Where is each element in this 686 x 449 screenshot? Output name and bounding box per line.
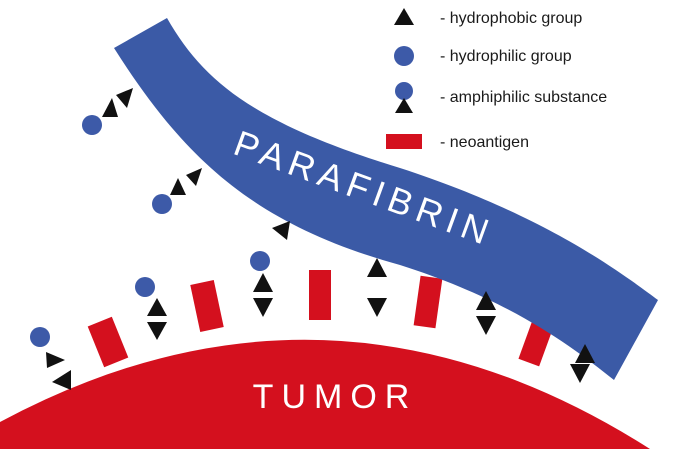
hydrophobic-triangle [367,258,387,277]
neoantigen-rect-icon [386,134,422,149]
hydrophobic-triangle [186,168,202,186]
legend-label-hydrophilic: - hydrophilic group [440,48,572,65]
amphiphilic-molecule [82,88,133,135]
legend: - hydrophobic group - hydrophilic group … [386,8,607,151]
amphiphilic-molecule [152,168,202,214]
amphiphilic-molecule [135,277,167,340]
legend-label-amphiphilic: - amphiphilic substance [440,89,607,106]
neoantigen [87,316,129,368]
amphiphilic-triangle-icon [395,98,413,113]
hydrophobic-triangle [570,364,590,383]
hydrophobic-triangle [46,352,65,368]
tumor-label: TUMOR [253,378,418,416]
hydrophobic-triangle [575,344,595,363]
hydrophilic-circle [30,327,50,347]
hydrophobic-triangle [367,298,387,317]
amphiphilic-molecule [250,251,273,317]
parafibrin-band [114,18,658,380]
hydrophilic-circle-icon [394,46,414,66]
neoantigen-group [87,270,556,368]
hydrophilic-circle [250,251,270,271]
hydrophobic-pair [367,258,387,317]
hydrophobic-triangle [102,98,118,117]
legend-item-hydrophilic: - hydrophilic group [394,46,572,66]
hydrophobic-triangle [253,298,273,317]
hydrophilic-circle [135,277,155,297]
legend-item-amphiphilic: - amphiphilic substance [395,82,607,113]
neoantigen [309,270,331,320]
legend-item-neoantigen: - neoantigen [386,134,529,151]
hydrophobic-triangle [116,88,133,108]
hydrophobic-triangle [476,316,496,335]
hydrophilic-circle [152,194,172,214]
hydrophobic-triangle [272,221,290,240]
tumor-mass [0,339,650,449]
hydrophobic-triangle [52,370,71,390]
hydrophobic-triangle [147,298,167,316]
legend-label-neoantigen: - neoantigen [440,134,529,151]
legend-item-hydrophobic: - hydrophobic group [394,8,582,27]
neoantigen [190,280,224,332]
hydrophobic-triangle-icon [394,8,414,25]
amphiphilic-circle-icon [395,82,413,100]
hydrophobic-triangle [147,322,167,340]
hydrophobic-pair [476,291,496,335]
hydrophobic-triangle [170,178,186,195]
hydrophilic-circle [82,115,102,135]
legend-label-hydrophobic: - hydrophobic group [440,10,582,27]
neoantigen [413,275,443,329]
amphiphilic-molecule [30,327,71,390]
hydrophobic-triangle [476,291,496,310]
hydrophobic-triangle [253,273,273,292]
hydrophobic-pair [570,344,595,383]
